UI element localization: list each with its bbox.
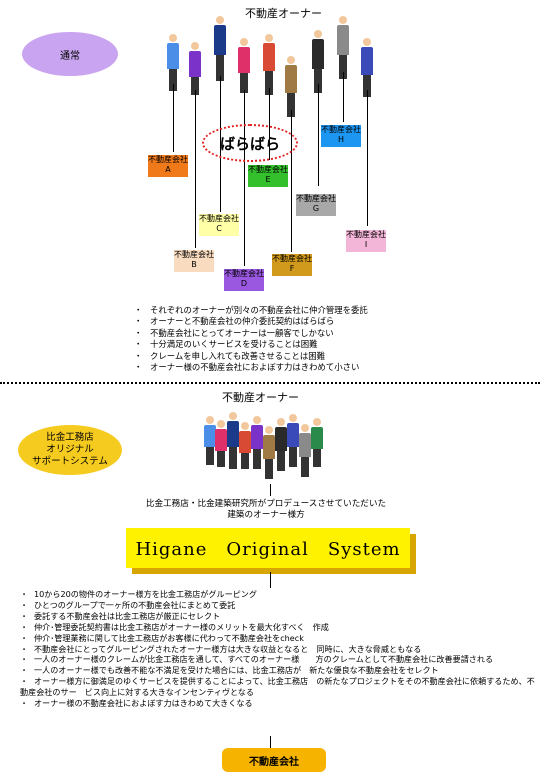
- normal-ellipse: 通常: [22, 32, 118, 76]
- bottom-bullets: 10から20の物件のオーナー様方を比金工務店がグルーピング ひとつのグループで一…: [20, 589, 536, 709]
- owner-figure: [226, 412, 240, 469]
- section-divider: [0, 382, 540, 384]
- company-box: E: [248, 165, 288, 187]
- company-c: 不動産会社 C: [199, 213, 239, 236]
- scattered-label: ばらばら: [202, 124, 298, 162]
- system-name: Higane Original System: [135, 539, 401, 560]
- list-item: 十分満足のいくサービスを受けることは困難: [134, 339, 368, 350]
- owner-figure: [310, 418, 324, 467]
- company-a: 不動産会社 A: [148, 154, 188, 177]
- company-box: F: [272, 254, 312, 276]
- normal-ellipse-label: 通常: [60, 50, 80, 62]
- owner-figure: [250, 416, 264, 469]
- company-e: 不動産会社 E: [248, 164, 288, 187]
- company-box: G: [296, 194, 336, 216]
- owner-figure: [166, 34, 180, 91]
- owner-figure: [274, 418, 288, 471]
- list-item: 一人のオーナー様のクレームが比金工務店を通して、すべてのオーナー様 方のクレーム…: [20, 654, 536, 665]
- list-item: 10から20の物件のオーナー様方を比金工務店がグルーピング: [20, 589, 536, 600]
- owner-figure: [360, 38, 374, 97]
- owner-figure: [298, 424, 312, 477]
- owner-figure: [238, 422, 252, 469]
- owner-figure: [188, 42, 202, 95]
- company-box: H: [321, 125, 361, 147]
- list-item: クレームを申し入れても改善させることは困難: [134, 351, 368, 362]
- owner-figure: [213, 16, 227, 81]
- list-item: それぞれのオーナーが別々の不動産会社に仲介管理を委託: [134, 305, 368, 316]
- owner-figure: [214, 420, 228, 467]
- company-box: B: [174, 250, 214, 272]
- caption-line-1: 比金工務店・比金建築研究所がプロデュースさせていただいた: [145, 499, 387, 509]
- list-item: 仲介･管理委託契約書は比金工務店がオーナー様のメリットを最大化すべく 作成: [20, 622, 536, 633]
- caption-line-2: 建築のオーナー様方: [227, 510, 305, 520]
- company-h: 不動産会社 H: [321, 124, 361, 147]
- caption: 比金工務店・比金建築研究所がプロデュースさせていただいた 建築のオーナー様方: [116, 499, 416, 521]
- higane-support-label: 比金工務店 オリジナル サポートシステム: [32, 432, 108, 467]
- owner-figure: [284, 56, 298, 117]
- list-item: オーナーと不動産会社の仲介委託契約はばらばら: [134, 316, 368, 327]
- list-item: ひとつのグループで一ヶ所の不動産会社にまとめて委託: [20, 600, 536, 611]
- list-item: 不動産会社にとってオーナーは一顧客でしかない: [134, 328, 368, 339]
- company-f: 不動産会社 F: [272, 253, 312, 276]
- list-item: 一人のオーナー様でも改善不能な不満足を受けた場合には、比金工務店が 新たな優良な…: [20, 665, 536, 676]
- list-item: 委託する不動産会社は比金工務店が厳正にセレクト: [20, 611, 536, 622]
- list-item: 仲介･管理業務に関して比金工務店がお客様に代わって不動産会社をcheck: [20, 633, 536, 644]
- owner-figure: [237, 38, 251, 93]
- higane-original-system-banner: Higane Original System: [126, 528, 410, 568]
- owner-figure: [286, 414, 300, 467]
- company-d: 不動産会社 D: [224, 268, 264, 291]
- owner-figure: [311, 30, 325, 93]
- company-box: A: [148, 155, 188, 177]
- higane-support-ellipse: 比金工務店 オリジナル サポートシステム: [18, 425, 122, 475]
- company-box: D: [224, 269, 264, 291]
- real-estate-company-label: 不動産会社: [249, 756, 299, 768]
- company-box: C: [199, 214, 239, 236]
- real-estate-company-box: 不動産会社: [222, 748, 326, 772]
- top-bullets: それぞれのオーナーが別々の不動産会社に仲介管理を委託 オーナーと不動産会社の仲介…: [134, 305, 368, 373]
- list-item: オーナー様の不動産会社におよぼす力はきわめて小さい: [134, 362, 368, 373]
- top-owners-title: 不動産オーナー: [245, 7, 322, 20]
- owner-figure: [262, 34, 276, 95]
- owner-figure: [262, 426, 276, 479]
- list-item: オーナー様の不動産会社におよぼす力はきわめて大きくなる: [20, 698, 536, 709]
- list-item: オーナー様方に御満足のゆくサービスを提供することによって、比金工務店 の新たなプ…: [20, 676, 536, 698]
- company-box: I: [346, 230, 386, 252]
- list-item: 不動産会社にとってグルーピングされたオーナー様方は大きな収益となると 同時に、大…: [20, 644, 536, 655]
- owner-figure: [336, 16, 350, 79]
- company-b: 不動産会社 B: [174, 249, 214, 272]
- company-i: 不動産会社 I: [346, 229, 386, 252]
- company-g: 不動産会社 G: [296, 193, 336, 216]
- owner-figure: [203, 416, 217, 465]
- bottom-owners-title: 不動産オーナー: [222, 391, 299, 404]
